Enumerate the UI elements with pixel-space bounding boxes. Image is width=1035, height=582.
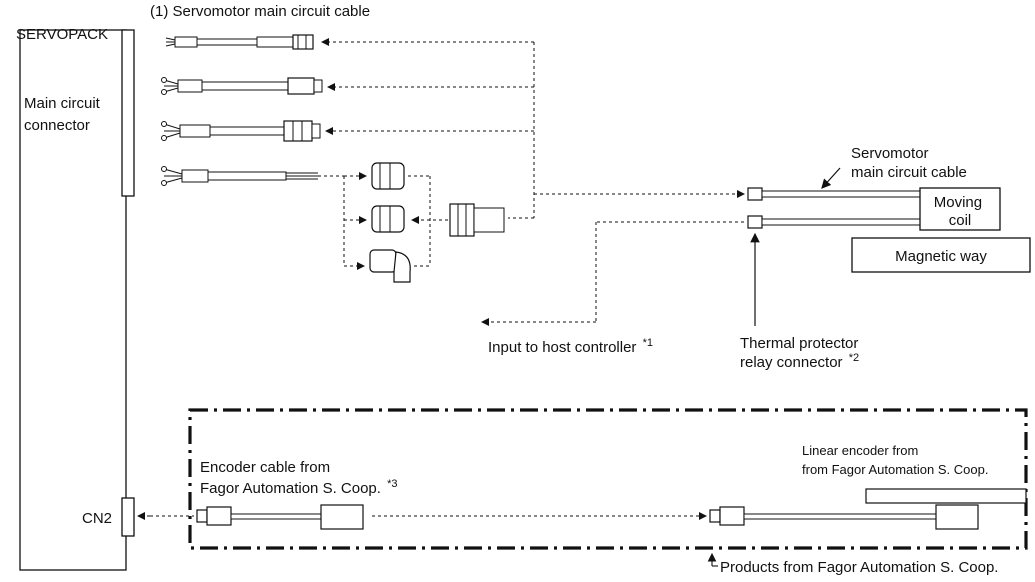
host-controller-label: Input to host controller *1: [488, 337, 653, 356]
thermal-protector-label: Thermal protector relay connector *2: [740, 335, 863, 371]
servopack-label: SERVOPACK: [16, 26, 108, 43]
motor-cable-connector: [747, 187, 763, 201]
round-connector-straight-mid: [371, 205, 405, 233]
fagor-products-boundary: [188, 408, 1028, 550]
servomotor-assembly: Moving coil Magnetic way Servomotor main…: [747, 145, 1031, 273]
main-circuit-connector-block: [121, 29, 135, 197]
magnetic-way-box: [851, 237, 1031, 273]
thermal-connector: [747, 215, 763, 229]
main-circuit-cable-title: (1) Servomotor main circuit cable: [150, 3, 370, 20]
encoder-cable-label: Encoder cable from Fagor Automation S. C…: [200, 459, 398, 497]
round-connector-straight-top: [371, 162, 405, 190]
servopack-body: [19, 29, 127, 571]
linear-encoder: [709, 488, 1027, 530]
fagor-products-label: Products from Fagor Automation S. Coop.: [720, 559, 998, 576]
cable-variant-2: [161, 77, 323, 95]
cable-connection-lines: [318, 38, 745, 270]
host-controller-line: [481, 221, 744, 326]
motor-cable-label: Servomotor main circuit cable: [851, 145, 967, 181]
cable-variant-3: [161, 120, 321, 142]
main-circuit-connector-label: Main circuit connector: [24, 95, 104, 134]
cn2-connector-block: [121, 497, 135, 537]
linear-encoder-label: Linear encoder from from Fagor Automatio…: [802, 443, 988, 477]
magnetic-way-label: Magnetic way: [895, 248, 987, 265]
linear-scale: [865, 488, 1027, 504]
motor-side-connector: [449, 203, 505, 237]
cable-variant-4: [161, 166, 318, 186]
cable-variant-1: [165, 34, 314, 50]
moving-coil-label: Moving coil: [934, 194, 987, 229]
cn2-label: CN2: [82, 510, 112, 527]
encoder-cable: [196, 504, 364, 530]
round-connector-right-angle: [369, 249, 411, 283]
moving-coil-box: [919, 187, 1001, 231]
servopack: SERVOPACK Main circuit connector CN2: [16, 26, 135, 571]
